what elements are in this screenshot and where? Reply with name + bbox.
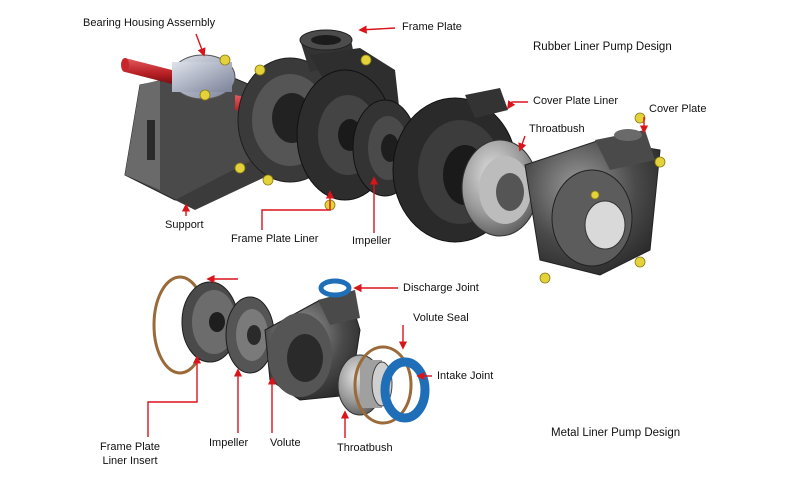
bolt	[654, 156, 666, 168]
bolt	[634, 112, 646, 124]
bolt	[234, 162, 246, 174]
rubber-liner-title: Rubber Liner Pump Design	[533, 41, 672, 53]
leader-frame-plate-liner	[261, 190, 335, 230]
impeller-bottom-eye	[247, 325, 261, 345]
bolt	[360, 54, 372, 66]
label-frame-plate: Frame Plate	[402, 21, 462, 33]
label-frame-plate-liner: Frame Plate Liner	[231, 233, 319, 245]
leader-cover-plate-liner	[507, 100, 528, 110]
leader-frame-plate	[358, 25, 396, 34]
volute-outlet	[318, 290, 360, 325]
top-bolts	[199, 54, 666, 284]
bolt	[254, 64, 266, 76]
label-intake-joint: Intake Joint	[437, 370, 494, 382]
label-cover-plate-liner: Cover Plate Liner	[533, 95, 618, 107]
bolt	[219, 54, 231, 66]
label-cover-plate: Cover Plate	[649, 103, 707, 115]
bolt	[590, 190, 600, 200]
bearing-housing-body	[172, 62, 232, 92]
bolt	[539, 272, 551, 284]
support-face	[125, 80, 160, 190]
shaft-left	[125, 58, 172, 84]
label-impeller-bottom: Impeller	[209, 437, 249, 449]
label-frame-plate-liner-insert-1: Frame Plate	[100, 441, 160, 453]
support-slot	[147, 120, 155, 160]
label-impeller-top: Impeller	[352, 235, 392, 247]
shaft-left-end	[121, 58, 129, 72]
label-frame-plate-liner-insert-2: Liner Insert	[102, 455, 158, 467]
metal-liner-title: Metal Liner Pump Design	[551, 427, 681, 439]
label-support: Support	[165, 219, 204, 231]
label-bearing-housing: Bearing Housing Assernbly	[83, 17, 216, 29]
frame-plate-outlet-hole	[311, 35, 341, 45]
bolt	[634, 256, 646, 268]
cover-plate-liner-outlet	[465, 88, 508, 118]
label-volute-seal: Volute Seal	[413, 312, 469, 324]
label-throatbush-bottom: Throatbush	[337, 442, 393, 454]
leader-lines	[147, 25, 649, 438]
cover-plate-hole	[584, 200, 626, 250]
throatbush-top-hole	[496, 173, 524, 211]
discharge-joint-ring	[318, 278, 352, 298]
leader-throatbush-top	[518, 135, 527, 152]
bolt	[262, 174, 274, 186]
top-pump-assembly	[121, 29, 666, 284]
cover-plate-outlet	[595, 130, 655, 170]
support-foot	[175, 155, 280, 210]
frame-plate-liner-insert-hole	[209, 312, 225, 332]
volute-seal-ring	[353, 345, 413, 425]
label-volute: Volute	[270, 437, 301, 449]
leader-bearing-housing	[195, 33, 206, 57]
cover-plate-outlet-rim	[614, 129, 642, 141]
bottom-pump-assembly	[152, 275, 430, 425]
intake-joint-ring	[380, 357, 430, 423]
leader-frame-plate-liner-insert	[147, 355, 202, 437]
label-throatbush-top: Throatbush	[529, 123, 585, 135]
bolt	[199, 89, 211, 101]
label-discharge-joint: Discharge Joint	[403, 282, 479, 294]
volute-eye	[287, 334, 323, 382]
